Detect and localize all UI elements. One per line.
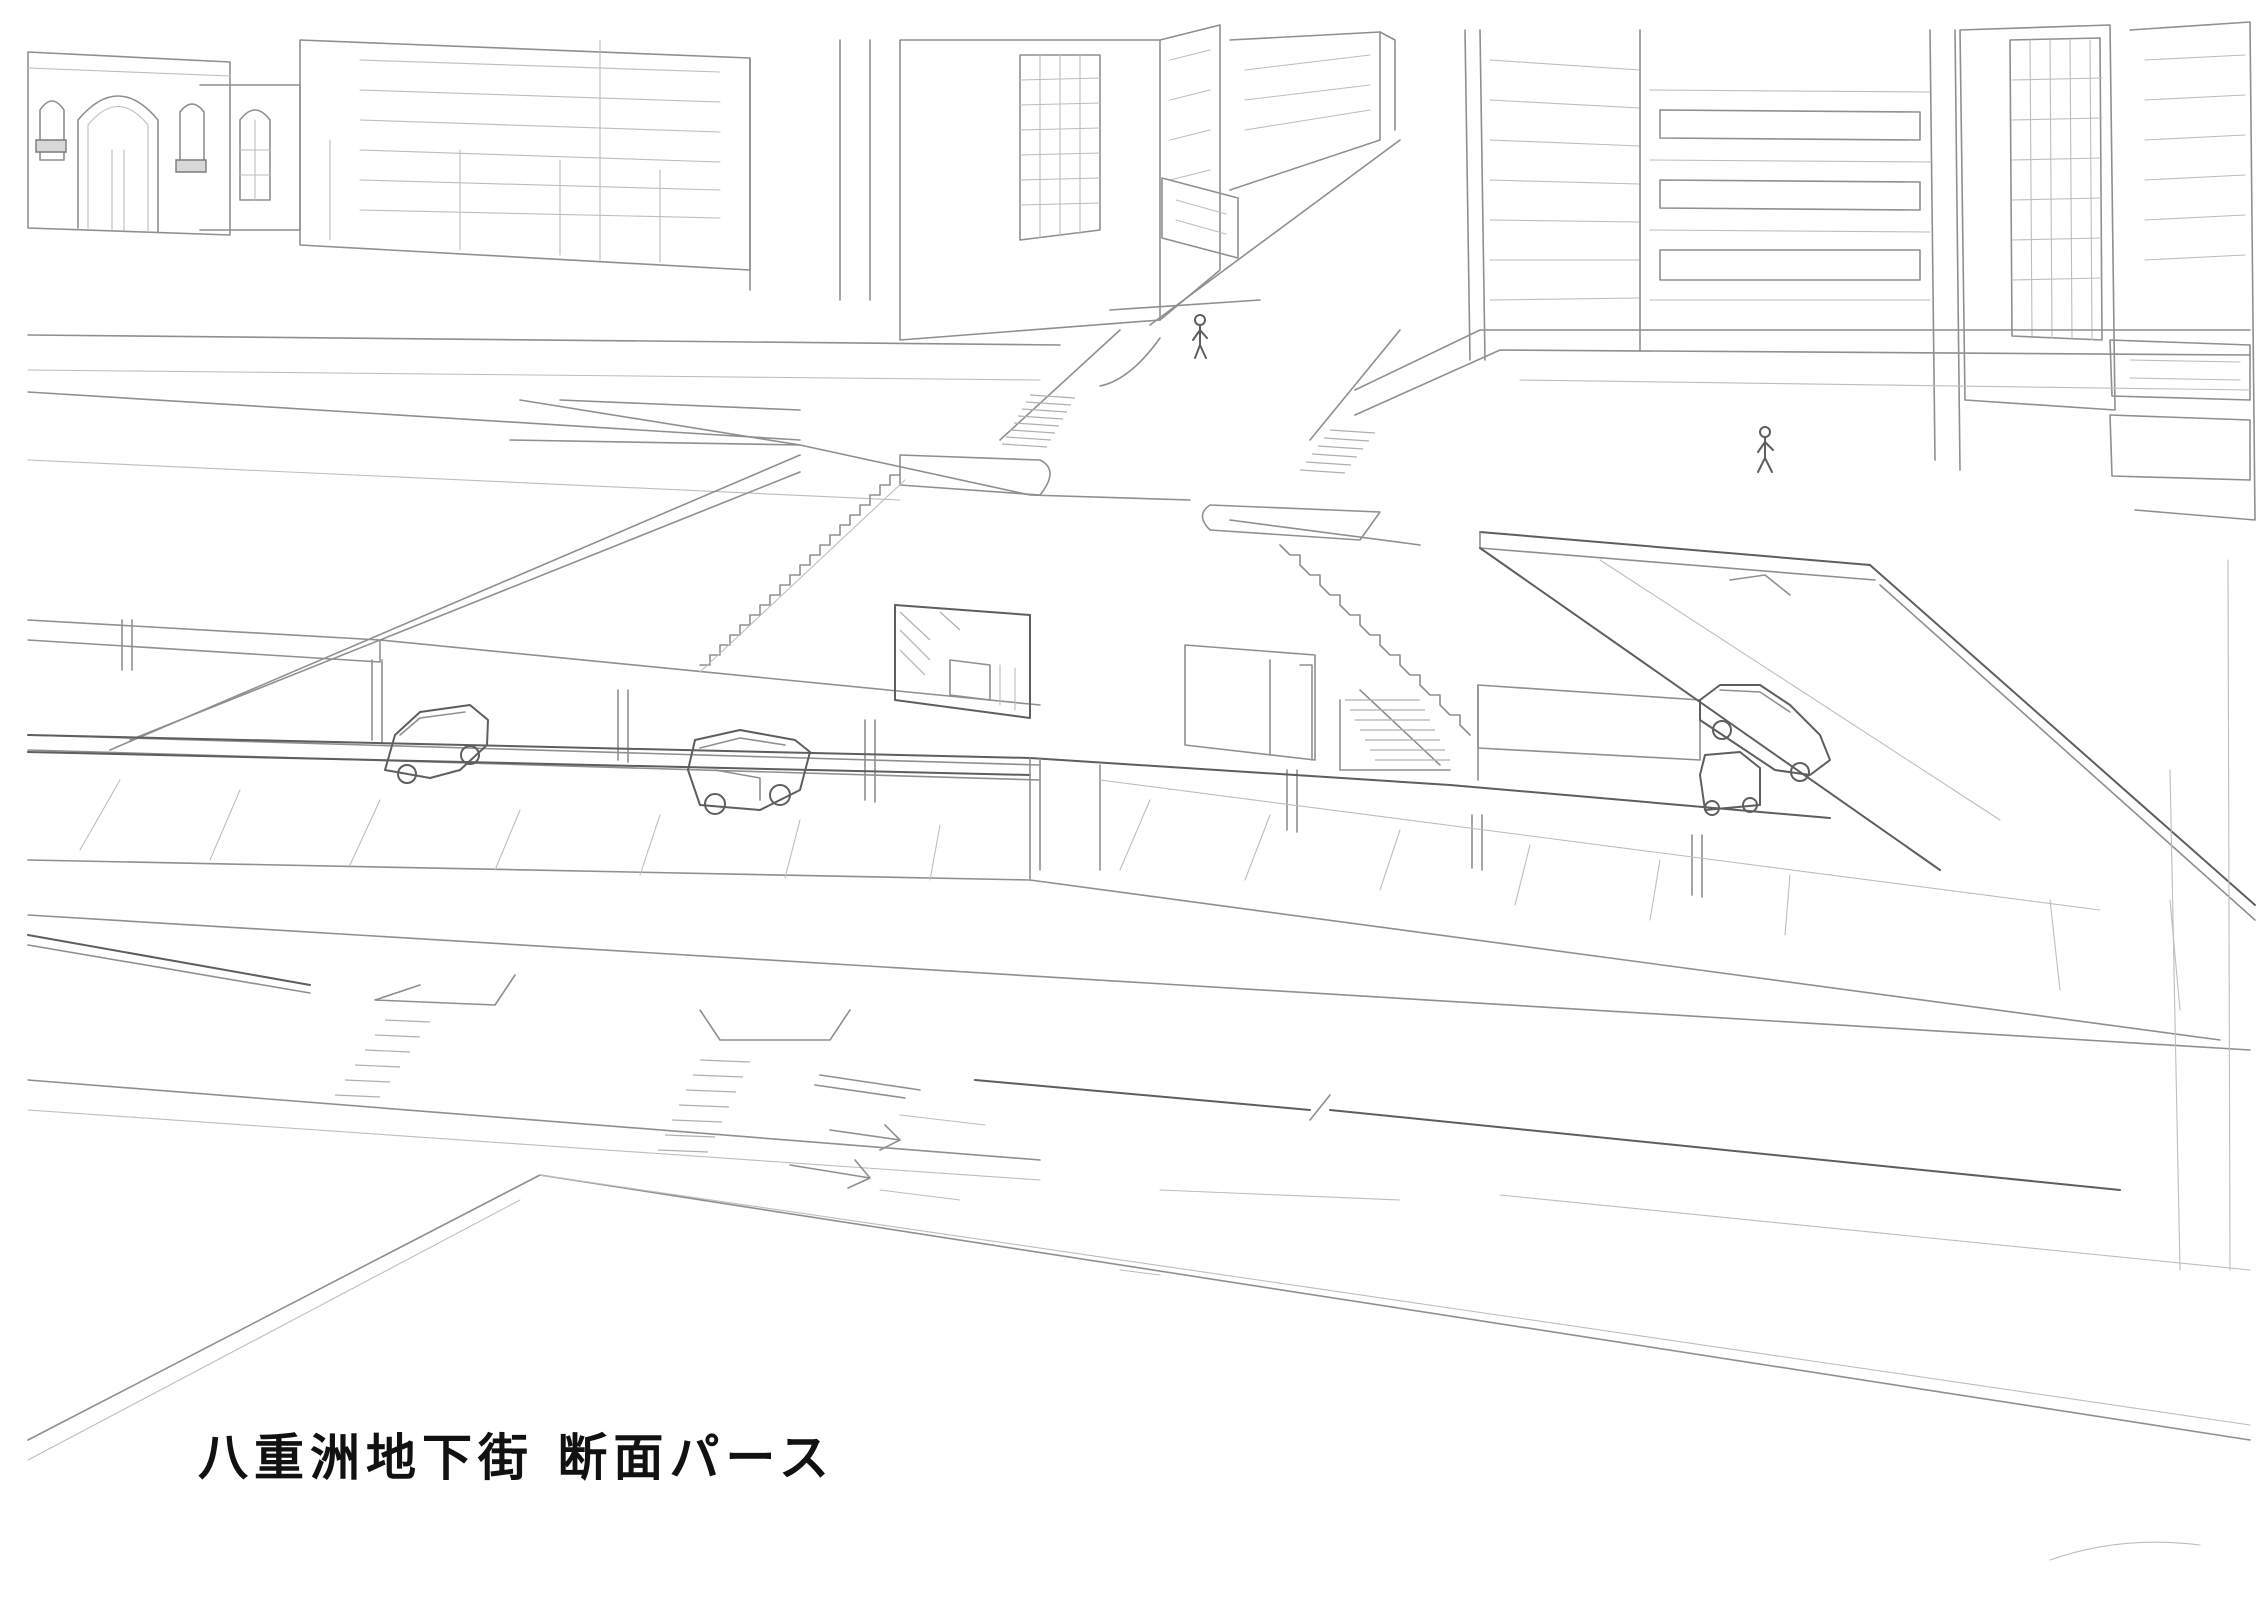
shop-cutaway-right — [1477, 684, 1701, 781]
exit-ramp-right — [1479, 531, 2256, 1011]
building-left-office — [299, 39, 871, 301]
car-suv-left — [384, 704, 489, 784]
building-corner-tower — [899, 24, 1401, 387]
shop-cutaway-left — [894, 604, 1031, 719]
building-right-office — [1464, 29, 1961, 471]
shop-cutaway-center — [1184, 644, 1316, 761]
right-edge-lines — [2169, 559, 2231, 1271]
crosswalk-lower — [334, 1019, 751, 1153]
crosswalk-upper-center — [1001, 394, 1076, 448]
car-parked-right — [1699, 751, 1761, 816]
pedestrian-figure — [1192, 314, 1774, 473]
drawing-caption: 八重洲地下街 断面パース — [198, 1428, 835, 1487]
car-on-ramp — [1699, 684, 1831, 782]
building-center-upper — [1229, 31, 1396, 191]
plaza-deck — [509, 399, 1421, 546]
foreground-block — [27, 1174, 2251, 1561]
building-right-tower — [1959, 21, 2256, 521]
lower-road — [27, 914, 2251, 1271]
car-van — [687, 729, 811, 815]
road-arrows — [789, 1074, 986, 1201]
left-diagonal-ramp — [109, 454, 801, 751]
underground-b2-slab — [27, 734, 2221, 1041]
staircase-right — [1279, 544, 1471, 771]
street-intersection — [27, 329, 2251, 501]
shop-sign-vertical — [1161, 177, 1239, 259]
crosswalk-upper-right — [1299, 429, 1376, 474]
columns-b1 — [121, 619, 1703, 898]
staircase-left — [699, 474, 906, 673]
building-left-arched — [27, 51, 301, 236]
